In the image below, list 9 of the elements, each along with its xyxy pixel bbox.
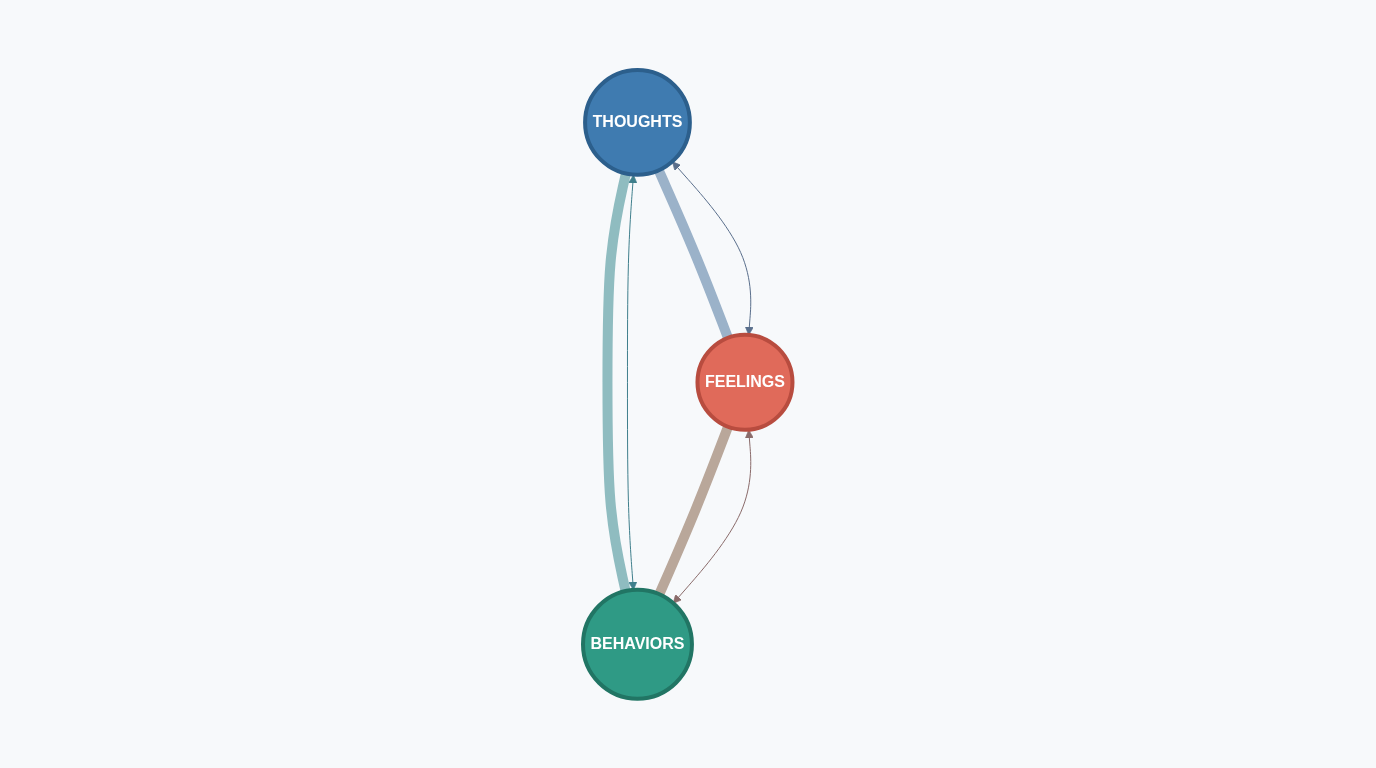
node-circle: THOUGHTS: [583, 67, 693, 177]
arrow: [673, 429, 754, 604]
arrow: [672, 161, 754, 335]
arrow: [627, 174, 638, 590]
connector: [602, 172, 631, 592]
node-circle: FEELINGS: [695, 332, 795, 432]
node-circle: BEHAVIORS: [581, 587, 695, 701]
connector: [654, 424, 733, 596]
connector: [654, 167, 733, 340]
